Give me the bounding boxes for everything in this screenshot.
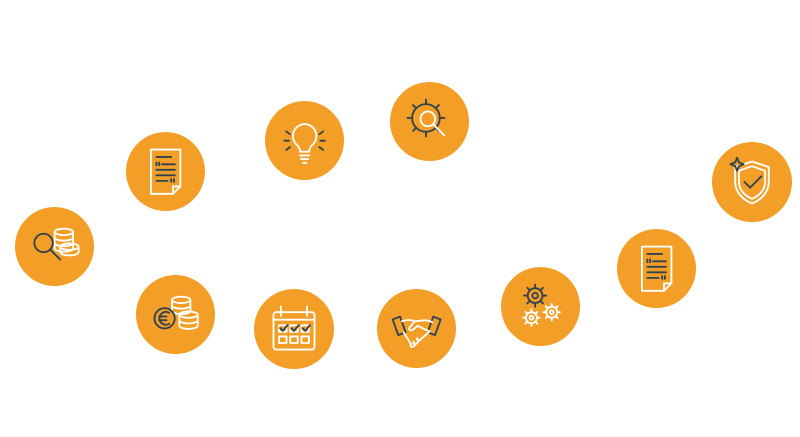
euro-coins-icon [153,295,199,330]
lightbulb-icon [283,122,326,164]
search-coins-icon [33,227,80,261]
lightbulb-circle [265,101,344,180]
gear-search-circle [390,82,469,161]
gear-search-icon [406,98,446,138]
document-circle-2 [617,229,696,308]
handshake-circle [377,289,456,368]
euro-coins-circle [136,275,215,354]
shield-check-icon [729,156,770,205]
gears-icon [522,283,561,327]
shield-check-circle [712,142,792,222]
document-circle [126,132,205,211]
document-icon [149,148,182,195]
handshake-icon [391,315,442,348]
gears-circle [501,267,580,346]
document-icon-2 [640,245,673,292]
calendar-check-circle [254,289,334,369]
calendar-check-icon [272,305,316,351]
search-coins-circle [15,207,94,286]
